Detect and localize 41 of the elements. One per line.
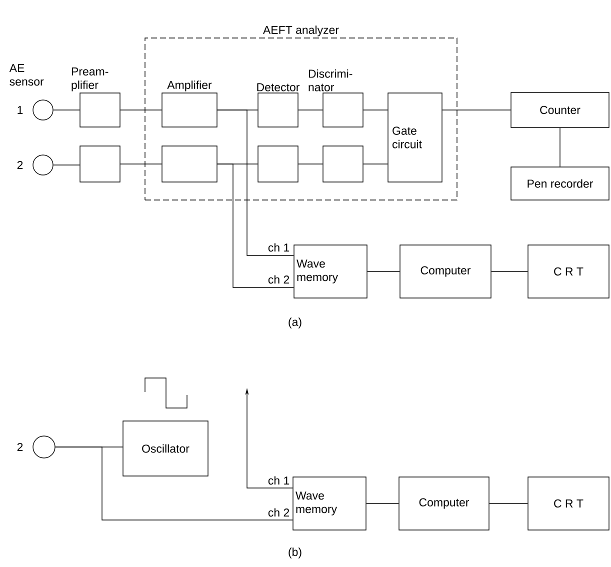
detector-box — [258, 146, 298, 182]
connector-line — [366, 503, 399, 504]
preamplifier-box: Pream- plifier — [72, 68, 120, 128]
pen-recorder-box: Pen recorder — [510, 166, 610, 200]
wave-memory-box: Wave memory — [292, 476, 366, 530]
sensor-label: 1 — [18, 106, 23, 114]
edge-label: ch 2 — [266, 274, 291, 285]
sensor-label: 2 — [17, 442, 23, 451]
panel-label: (a) — [288, 318, 302, 328]
panel-label: (b) — [288, 548, 302, 558]
discriminator-box: Discrimi- nator — [308, 69, 364, 128]
edge-label: ch 2 — [266, 507, 291, 518]
connector-line — [217, 164, 294, 288]
amplifier-box: Amplifier — [162, 80, 218, 128]
discriminator-box — [322, 146, 364, 182]
connector-line — [217, 110, 294, 256]
counter-box: Counter — [510, 92, 610, 128]
computer-box: Computer — [398, 476, 490, 530]
sensor-label: 2 — [17, 160, 23, 169]
connector-line — [367, 271, 400, 272]
node-label: Detector — [257, 83, 300, 92]
edge-label: ch 1 — [266, 242, 291, 253]
crt-box: C R T — [528, 244, 610, 298]
sensor-label: AE sensor — [9, 64, 44, 86]
edge-label: ch 1 — [266, 475, 291, 486]
amplifier-box — [162, 146, 218, 182]
connector-line — [53, 164, 80, 166]
preamplifier-box — [80, 146, 120, 182]
oscillator-box: Oscillator — [122, 420, 208, 476]
computer-box: Computer — [400, 244, 492, 298]
node-label: Pream- plifier — [72, 68, 108, 92]
connector-line — [55, 446, 293, 520]
connector-line — [489, 503, 528, 504]
detector-box: Detector — [257, 83, 300, 128]
connector-line — [491, 271, 528, 272]
gate-circuit-box: Gate circuit — [388, 92, 442, 182]
node-label: Amplifier — [167, 80, 212, 92]
crt-box: C R T — [528, 476, 610, 530]
node-label: AEFT analyzer — [262, 26, 339, 36]
wave-memory-box: Wave memory — [294, 244, 368, 298]
node-label: Discrimi- nator — [308, 69, 352, 92]
